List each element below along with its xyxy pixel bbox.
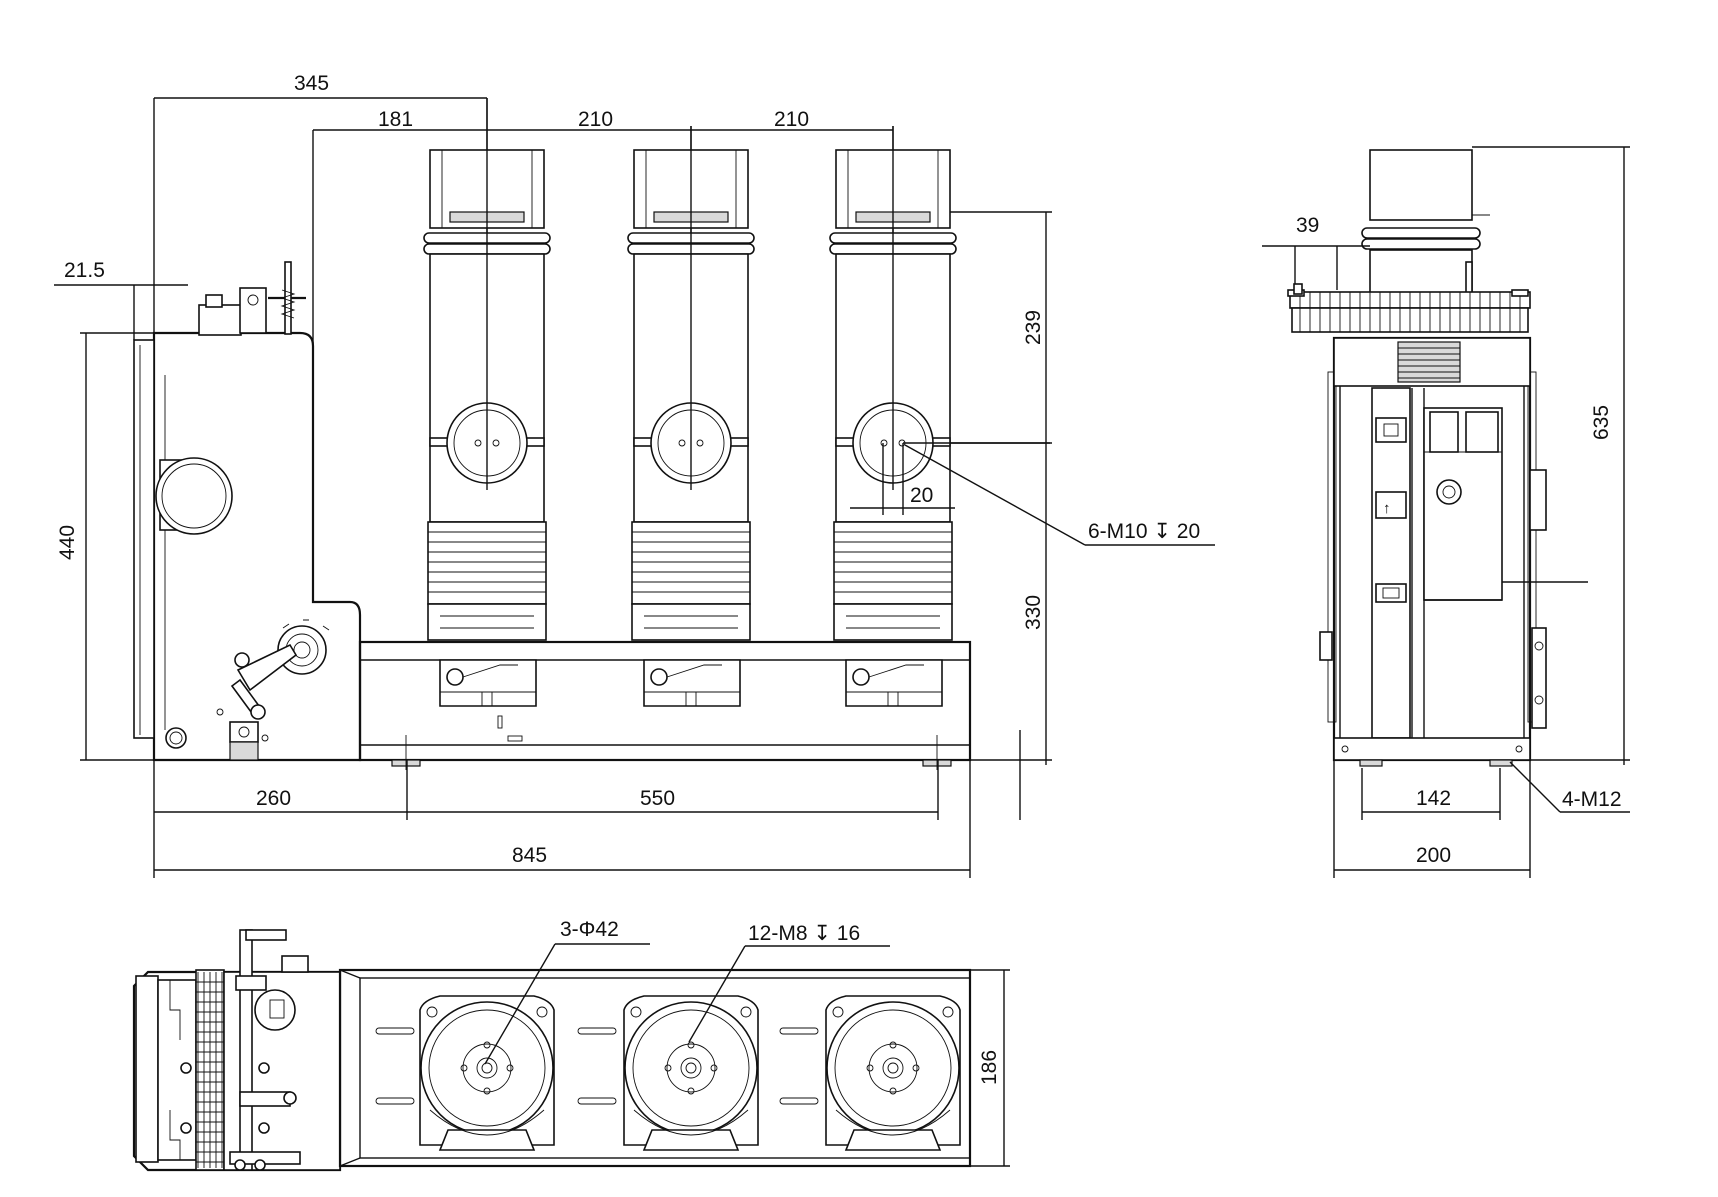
dim-210-b: 210 bbox=[774, 108, 809, 131]
side-view: 39 635 ↑ bbox=[1262, 146, 1630, 878]
dim-845: 845 bbox=[512, 844, 547, 867]
callout-phi42-bore: 3-Φ42 bbox=[560, 918, 619, 941]
dim-200: 200 bbox=[1416, 844, 1451, 867]
dim-345: 345 bbox=[294, 72, 329, 95]
dim-21-5: 21.5 bbox=[64, 259, 105, 282]
callout-m8-thread: 12-M8 ↧ 16 bbox=[748, 922, 860, 945]
dim-39: 39 bbox=[1296, 214, 1319, 237]
arrow-up-icon: ↑ bbox=[1383, 500, 1391, 517]
dim-186: 186 bbox=[978, 1050, 1001, 1085]
dim-210-a: 210 bbox=[578, 108, 613, 131]
flange-2 bbox=[623, 995, 759, 1151]
dim-20: 20 bbox=[910, 484, 933, 507]
flange-3 bbox=[825, 995, 961, 1151]
dim-635: 635 bbox=[1590, 405, 1613, 440]
dim-330: 330 bbox=[1022, 595, 1045, 630]
callout-m12-thread: 4-M12 bbox=[1562, 788, 1622, 811]
dim-239: 239 bbox=[1022, 310, 1045, 345]
front-view: 345 181 210 210 21.5 440 239 330 bbox=[54, 72, 1215, 878]
dim-440: 440 bbox=[56, 525, 79, 560]
flange-1 bbox=[419, 995, 555, 1151]
top-view: 186 bbox=[132, 918, 1010, 1172]
dim-550: 550 bbox=[640, 787, 675, 810]
dim-181: 181 bbox=[378, 108, 413, 131]
dim-142: 142 bbox=[1416, 787, 1451, 810]
dim-260: 260 bbox=[256, 787, 291, 810]
callout-m10-thread: 6-M10 ↧ 20 bbox=[1088, 520, 1200, 543]
